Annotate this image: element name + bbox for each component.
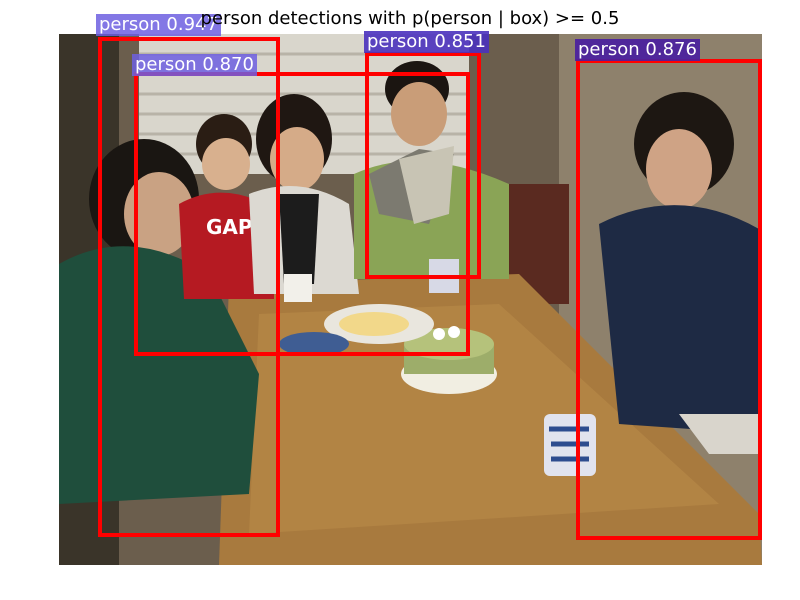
detection-box-person-4 (576, 59, 762, 540)
detection-label-person-3: person 0.851 (364, 31, 489, 53)
detection-box-person-3 (365, 52, 481, 279)
detection-box-person-1 (98, 37, 280, 537)
scene-photo: GAP (59, 34, 762, 565)
svg-text:GAP: GAP (206, 215, 253, 239)
detection-label-person-1: person 0.947 (96, 14, 221, 36)
detection-box-person-2 (134, 72, 470, 356)
plot-title: person detections with p(person | box) >… (200, 8, 620, 29)
detection-label-person-4: person 0.876 (575, 39, 700, 61)
dinner-table-photo: GAP (59, 34, 762, 565)
detection-label-person-2: person 0.870 (132, 54, 257, 76)
